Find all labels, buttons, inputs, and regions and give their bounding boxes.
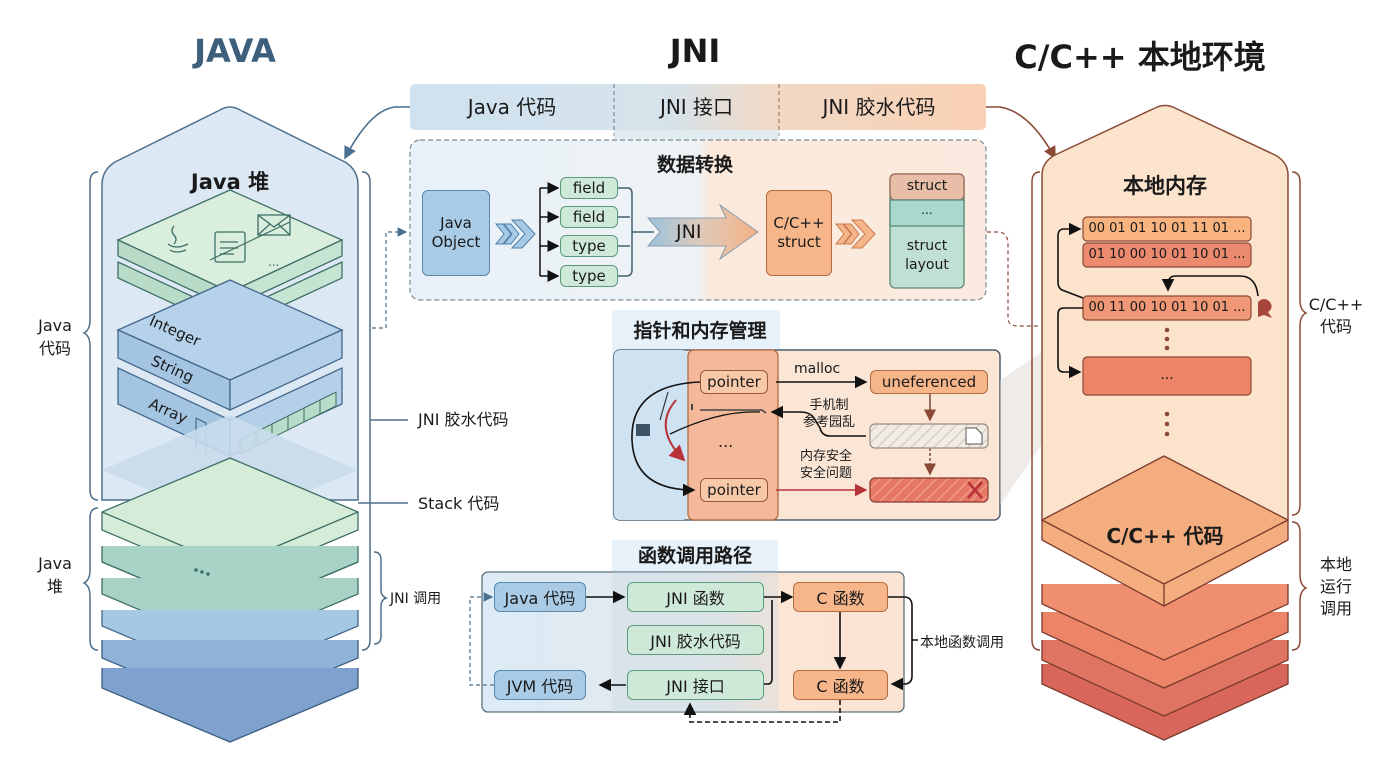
call-c-function-2: C 函数 bbox=[793, 670, 888, 700]
callout-stack-code: Stack 代码 bbox=[418, 494, 500, 513]
type-box: type bbox=[560, 265, 618, 287]
leak-icon bbox=[1258, 299, 1272, 318]
type-box: type bbox=[560, 235, 618, 257]
call-java-code: Java 代码 bbox=[494, 582, 586, 612]
pointer-box-1: pointer bbox=[700, 370, 768, 394]
memory-row-text-1: 00 01 01 10 01 11 01 ... bbox=[1088, 221, 1246, 236]
c-struct-box: C/C++ struct bbox=[766, 190, 832, 276]
brace-label-native-runtime: 本地 运行 调用 bbox=[1319, 555, 1352, 618]
band-java-code: Java 代码 bbox=[467, 95, 557, 119]
brace-cpp-code bbox=[1291, 171, 1308, 516]
java-object-box: Java Object bbox=[422, 190, 490, 276]
brace-right-java bbox=[361, 171, 371, 651]
brace-label-java-code: Java 代码 bbox=[38, 316, 72, 358]
envelope-icon bbox=[257, 214, 291, 236]
file-icon bbox=[965, 427, 983, 445]
java-heap-title: Java 堆 bbox=[190, 170, 270, 194]
field-box: field bbox=[560, 177, 618, 199]
memory-row-1 bbox=[1082, 216, 1252, 242]
callout-jni-call: JNI 调用 bbox=[390, 591, 442, 607]
call-jni-function: JNI 函数 bbox=[627, 582, 764, 612]
call-c-function-1: C 函数 bbox=[793, 582, 888, 612]
memory-row-text-3: 00 11 00 10 01 10 01 ... bbox=[1088, 300, 1246, 315]
hatched-memory-block bbox=[869, 423, 989, 449]
memory-row-text-2: 01 10 00 10 01 10 01 ... bbox=[1088, 247, 1246, 262]
pointer-ellipsis: ... bbox=[718, 432, 734, 451]
callout-jni-glue: JNI 胶水代码 bbox=[418, 410, 509, 429]
cpp-code-label: C/C++ 代码 bbox=[1106, 524, 1224, 548]
chevron-arrow-orange-icon bbox=[834, 219, 876, 249]
memory-row-text-4: ... bbox=[1160, 367, 1174, 383]
manual-ref-label: 手机制 参考园乱 bbox=[802, 398, 855, 430]
memory-safety-label: 内存安全 安全问题 bbox=[799, 449, 852, 481]
header-band bbox=[410, 84, 986, 130]
brace-jni-call bbox=[373, 551, 389, 645]
unreferenced-box: uneferenced bbox=[870, 370, 988, 394]
brace-java-heap bbox=[82, 507, 99, 651]
call-path-title: 函数调用路径 bbox=[637, 545, 752, 567]
struct-layout-label: struct layout bbox=[905, 238, 949, 273]
jni-section-title: JNI bbox=[669, 32, 721, 70]
java-cup-icon bbox=[167, 225, 189, 253]
brace-native-runtime bbox=[1291, 521, 1308, 651]
field-branch-lines bbox=[539, 182, 654, 282]
brace-native-left bbox=[1031, 171, 1041, 651]
storage-icon bbox=[636, 424, 650, 436]
jni-arrow-label: JNI bbox=[676, 221, 702, 243]
java-object-slabs bbox=[116, 279, 344, 458]
error-x-icon bbox=[967, 481, 983, 499]
band-jni-glue: JNI 胶水代码 bbox=[822, 95, 936, 119]
malloc-label: malloc bbox=[794, 361, 841, 377]
java-section-title: JAVA bbox=[194, 32, 276, 70]
struct-header: struct bbox=[906, 178, 948, 194]
brace-label-cpp-code: C/C++ 代码 bbox=[1308, 295, 1364, 336]
unsafe-memory-block bbox=[869, 477, 989, 503]
band-jni-interface: JNI 接口 bbox=[659, 95, 734, 119]
document-icon bbox=[214, 231, 246, 263]
brace-label-java-heap: Java 堆 bbox=[38, 554, 72, 596]
cpp-code-top-slab bbox=[1041, 455, 1289, 607]
memory-row-2 bbox=[1082, 242, 1252, 268]
struct-layout-stack bbox=[889, 173, 965, 289]
brace-java-code bbox=[82, 171, 99, 501]
call-jni-glue: JNI 胶水代码 bbox=[627, 625, 764, 655]
chevron-arrow-icon bbox=[494, 219, 536, 249]
native-stack-layers bbox=[1041, 455, 1289, 741]
slab-ellipsis: ... bbox=[268, 255, 280, 269]
call-jni-interface: JNI 接口 bbox=[627, 670, 764, 700]
java-stack-layers bbox=[101, 457, 359, 743]
jni-big-arrow bbox=[646, 203, 759, 261]
memory-row-4 bbox=[1082, 356, 1252, 396]
field-box: field bbox=[560, 206, 618, 228]
call-jvm-code: JVM 代码 bbox=[494, 670, 586, 700]
native-call-label: 本地函数调用 bbox=[920, 635, 1004, 651]
struct-ellipsis: ... bbox=[921, 203, 933, 217]
native-memory-title: 本地内存 bbox=[1123, 174, 1207, 198]
data-conversion-title: 数据转换 bbox=[656, 154, 733, 176]
pointer-mgmt-title: 指针和内存管理 bbox=[633, 320, 767, 342]
pointer-box-2: pointer bbox=[700, 478, 768, 502]
native-section-title: C/C++ 本地环境 bbox=[1014, 38, 1266, 76]
